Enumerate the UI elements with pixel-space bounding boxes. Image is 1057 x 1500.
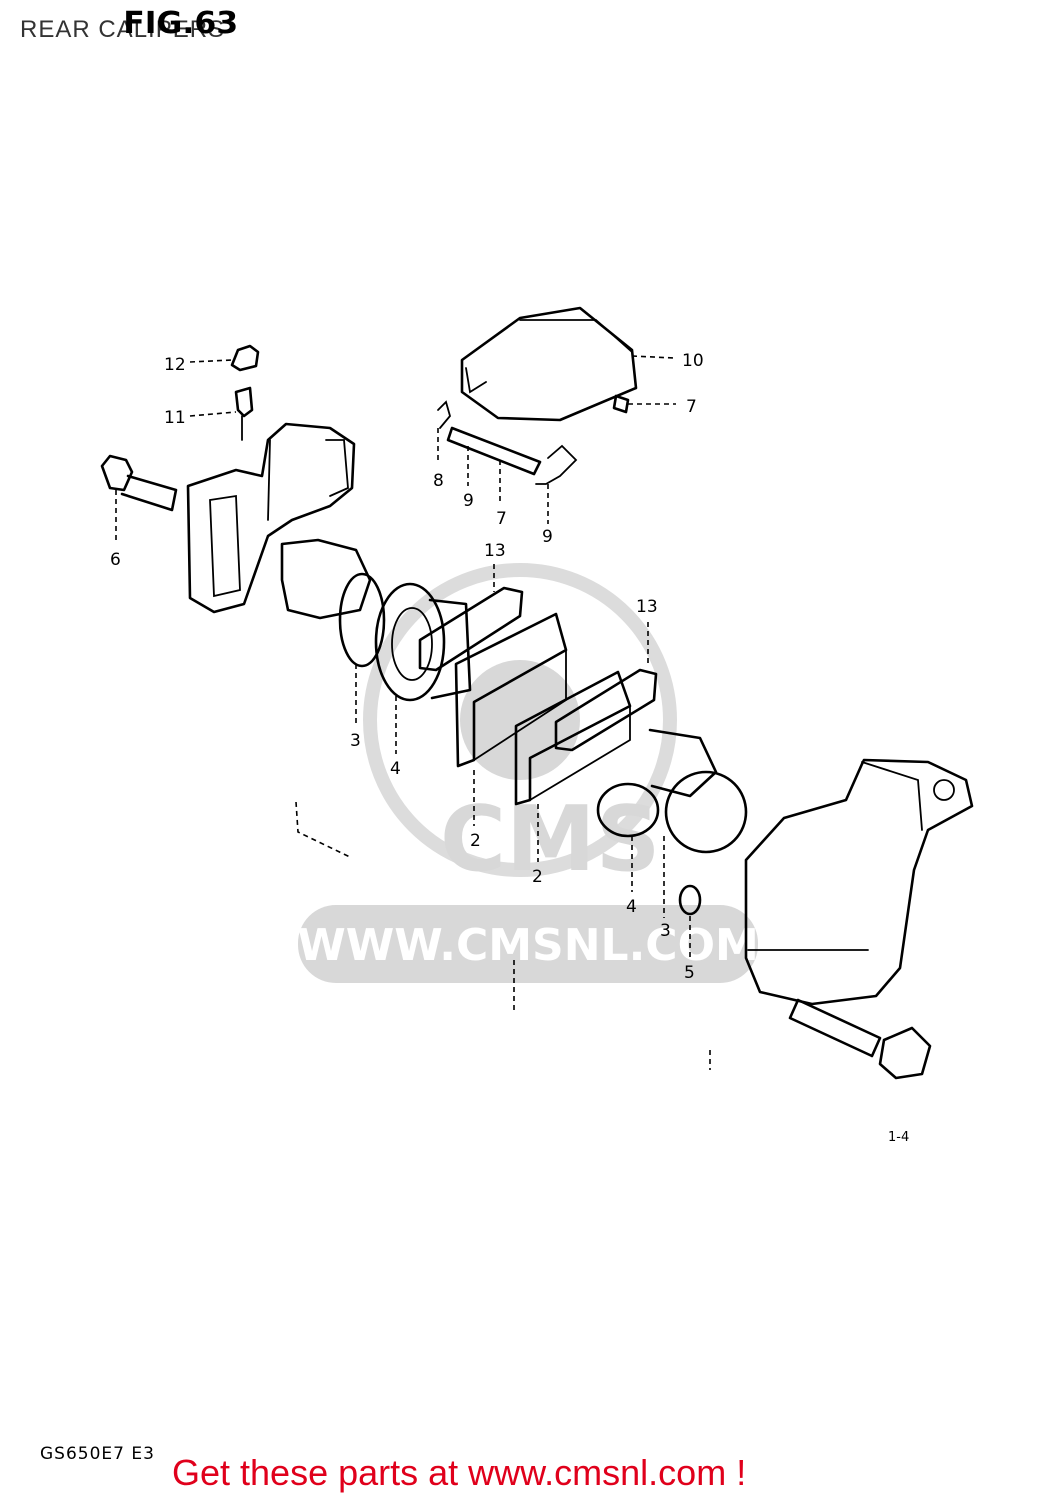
- part-caliper-bolt: [100, 454, 178, 512]
- part-pad-pin-upper: [612, 394, 630, 414]
- callout-11: 11: [164, 408, 186, 428]
- page-header-title: REAR CALIPERS: [20, 16, 226, 43]
- watermark-logo-text: CMS: [440, 787, 660, 892]
- footer-link-banner[interactable]: Get these parts at www.cmsnl.com !: [172, 1452, 747, 1493]
- part-brake-pad-left: [454, 612, 568, 768]
- callout-2-left: 2: [470, 831, 481, 851]
- watermark-url-text: WWW.CMSNL.COM: [297, 920, 759, 971]
- part-brake-pad-right: [514, 670, 632, 806]
- part-pad-shim-left: [418, 586, 524, 672]
- part-piston: [374, 582, 472, 702]
- diagram-page-number: 1-4: [888, 1130, 910, 1145]
- cmsnl-watermark: CMS WWW.CMSNL.COM: [297, 563, 759, 983]
- part-piston-seal: [338, 572, 386, 668]
- callout-5: 5: [684, 963, 695, 983]
- callout-numbers: 12 11 6 10 7 8 9 7 9 13 13 3 4 2 2 4 3 5: [110, 351, 704, 983]
- callout-3-right: 3: [660, 921, 671, 941]
- callout-7-upper: 7: [686, 397, 697, 417]
- part-caliper-bolt-right: [788, 998, 932, 1080]
- part-caliper-housing-left: [186, 422, 356, 614]
- watermark-ring: [363, 563, 677, 877]
- part-bleeder-cap: [230, 344, 260, 372]
- part-pad-cover: [460, 306, 638, 422]
- part-pin-clip-left: [437, 400, 451, 429]
- part-caliper-housing-right: [744, 758, 974, 1006]
- watermark-center: [460, 660, 580, 780]
- callout-2-right: 2: [532, 867, 543, 887]
- figure-number: FIG.63: [123, 6, 239, 41]
- model-code: GS650E7 E3: [40, 1444, 155, 1464]
- callout-9-right: 9: [542, 527, 553, 547]
- watermark-url-pill: [298, 905, 758, 983]
- part-pad-shim-right: [554, 668, 658, 752]
- part-pin-clip-right: [535, 444, 578, 485]
- part-piston-seal-right: [664, 770, 748, 854]
- leader-lines: [115, 355, 711, 1070]
- callout-3-left: 3: [350, 731, 361, 751]
- callout-8: 8: [433, 471, 444, 491]
- callout-13-right: 13: [636, 597, 658, 617]
- callout-6: 6: [110, 550, 121, 570]
- callout-7-lower: 7: [496, 509, 507, 529]
- callout-4-right: 4: [626, 897, 637, 917]
- callout-13-left: 13: [484, 541, 506, 561]
- callout-10: 10: [682, 351, 704, 371]
- part-piston-bore: [280, 538, 372, 620]
- part-pad-pin-lower: [446, 426, 542, 476]
- part-bleeder-right: [678, 884, 702, 916]
- callout-9-left: 9: [463, 491, 474, 511]
- callout-12: 12: [164, 355, 186, 375]
- part-bleeder-valve: [234, 386, 254, 441]
- callout-4-left: 4: [390, 759, 401, 779]
